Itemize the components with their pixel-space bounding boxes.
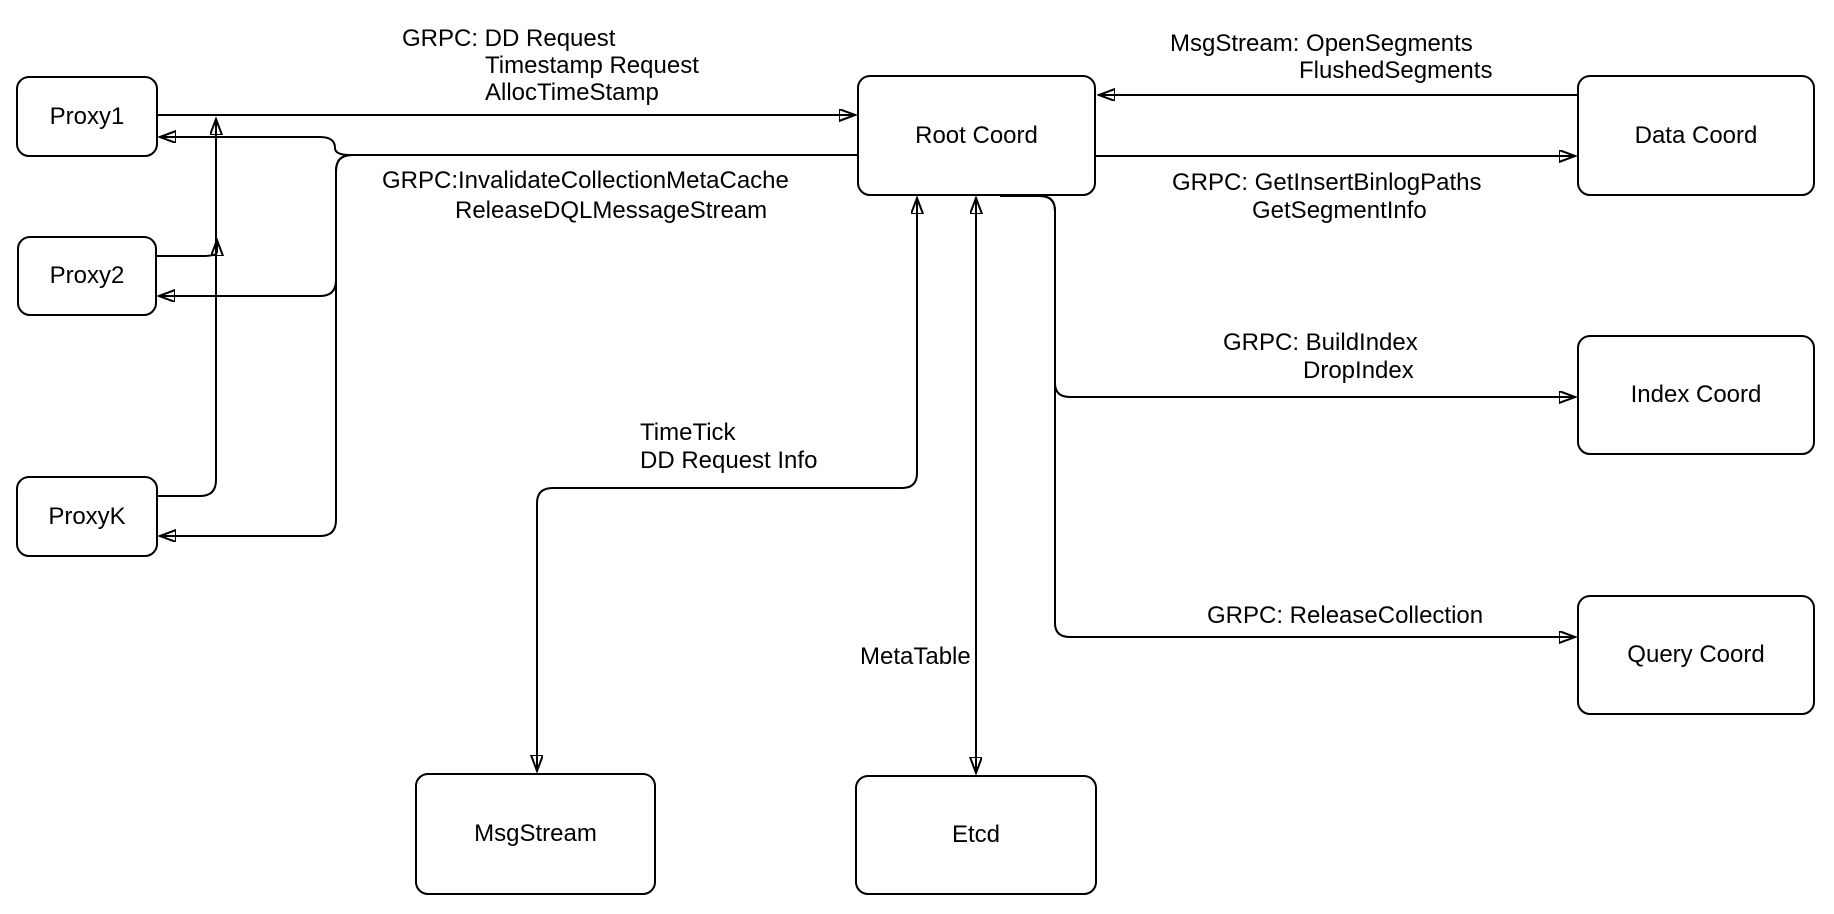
edge-label-proxy-requests-line2: Timestamp Request	[485, 52, 699, 79]
edge-label-root-to-index-line1: GRPC: BuildIndex	[1223, 329, 1418, 356]
edge-rootcoord-to-querycoord	[1000, 195, 1575, 637]
edge-proxy2-to-rootcoord	[157, 240, 217, 257]
edge-label-root-to-etcd-line1: MetaTable	[860, 643, 971, 670]
node-proxyk: ProxyK	[16, 476, 158, 557]
edge-rootcoord-to-indexcoord	[1000, 195, 1575, 397]
edge-label-root-to-proxies-line1: GRPC:InvalidateCollectionMetaCache	[382, 167, 789, 194]
node-proxy1: Proxy1	[16, 76, 158, 157]
edge-label-root-to-data-line1: GRPC: GetInsertBinlogPaths	[1172, 169, 1482, 196]
edge-label-data-to-root-line2: FlushedSegments	[1299, 57, 1493, 84]
edge-label-root-to-msgstream-line2: DD Request Info	[640, 447, 818, 474]
edge-proxyk-to-rootcoord	[158, 119, 216, 497]
node-proxy2: Proxy2	[17, 236, 157, 316]
edge-label-root-to-data-line2: GetSegmentInfo	[1252, 197, 1427, 224]
edge-label-root-to-query-line1: GRPC: ReleaseCollection	[1207, 602, 1484, 629]
edge-label-proxy-requests-line3: AllocTimeStamp	[485, 79, 659, 106]
edge-label-data-to-root-line1: MsgStream: OpenSegments	[1170, 30, 1473, 57]
node-etcd: Etcd	[855, 775, 1097, 895]
edge-label-root-to-msgstream-line1: TimeTick	[640, 419, 736, 446]
edge-label-proxy-requests-line1: GRPC: DD Request	[402, 25, 616, 52]
node-data-coord: Data Coord	[1577, 75, 1815, 196]
edge-label-root-to-index-line2: DropIndex	[1303, 357, 1414, 384]
edge-rootcoord-to-proxy1	[160, 137, 857, 156]
edge-rootcoord-to-proxyk	[160, 154, 857, 536]
edge-label-root-to-proxies-line2: ReleaseDQLMessageStream	[455, 197, 768, 224]
node-index-coord: Index Coord	[1577, 335, 1815, 455]
node-root-coord: Root Coord	[857, 75, 1096, 196]
node-query-coord: Query Coord	[1577, 595, 1815, 715]
edge-rootcoord-to-msgstream	[537, 198, 917, 771]
node-msgstream: MsgStream	[415, 773, 656, 895]
